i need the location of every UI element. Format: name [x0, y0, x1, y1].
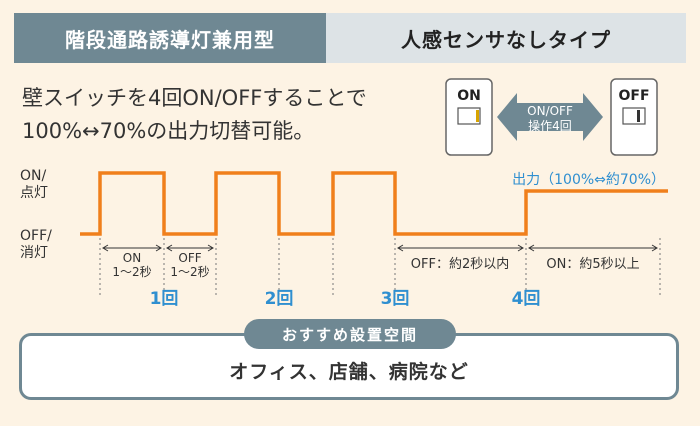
on-axis-label-2: 点灯 [20, 185, 48, 201]
switch-off-label: OFF [618, 88, 649, 104]
off-duration-label-1: OFF [178, 251, 201, 265]
duration-arrows [102, 244, 658, 252]
count-label-4: 4回 [512, 289, 541, 309]
signal-waveform [80, 171, 668, 236]
description-line-1: 壁スイッチを4回ON/OFFすることで [22, 86, 367, 110]
arrow-label-2: 操作4回 [528, 118, 572, 133]
count-label-3: 3回 [381, 289, 410, 309]
description-line-2: 100%↔70%の出力切替可能。 [22, 119, 315, 143]
final-on-label: ON：約5秒以上 [546, 257, 639, 272]
on-duration-label-2: 1〜2秒 [112, 265, 151, 279]
wait-off-label: OFF：約2秒以内 [411, 256, 509, 272]
on-axis-label-1: ON/ [20, 168, 46, 184]
count-label-1: 1回 [150, 289, 179, 309]
on-duration-label-1: ON [123, 251, 141, 265]
switch-on-icon: ON [445, 78, 493, 156]
count-label-2: 2回 [265, 289, 294, 309]
sensor-type-label: 人感センサなしタイプ [326, 13, 686, 63]
off-duration-label-2: 1〜2秒 [170, 265, 209, 279]
type-label: 階段通路誘導灯兼用型 [14, 13, 326, 63]
switch-off-icon: OFF [610, 78, 658, 156]
double-arrow-icon: ON/OFF 操作4回 [497, 93, 603, 141]
off-axis-label-1: OFF/ [20, 228, 52, 244]
recommended-places: オフィス、店舗、病院など [229, 361, 469, 383]
arrow-label-1: ON/OFF [527, 104, 573, 118]
description: 壁スイッチを4回ON/OFFすることで 100%↔70%の出力切替可能。 [22, 82, 442, 148]
off-axis-label-2: 消灯 [20, 245, 48, 261]
output-label: 出力（100%⇔約70%） [512, 172, 665, 188]
recommended-title: おすすめ設置空間 [244, 319, 456, 349]
switch-on-label: ON [457, 88, 481, 104]
